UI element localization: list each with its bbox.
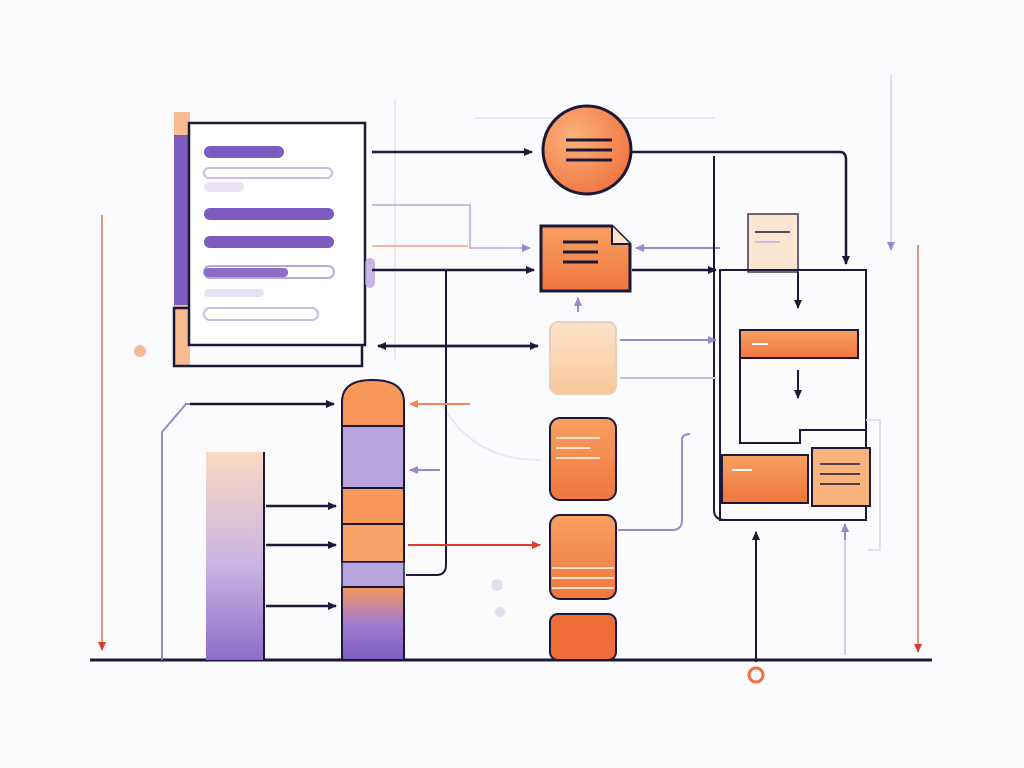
connectors xyxy=(190,148,881,662)
gradient-column-icon xyxy=(161,403,330,660)
output-dot xyxy=(747,666,765,684)
panel-icon xyxy=(719,269,871,521)
process-block-stack-2 xyxy=(549,514,617,600)
process-block-base xyxy=(549,613,617,661)
stacked-column-icon xyxy=(341,378,405,661)
bubble-dot-1 xyxy=(491,579,503,591)
small-card-icon xyxy=(747,213,799,273)
bubble-dot-2 xyxy=(495,607,505,617)
document-icon xyxy=(172,112,375,368)
peach-dot xyxy=(134,345,146,357)
folded-document-icon xyxy=(539,224,632,293)
round-list-node-icon xyxy=(541,104,633,196)
process-block-icon xyxy=(549,321,617,395)
process-block-stack-1 xyxy=(549,417,617,501)
